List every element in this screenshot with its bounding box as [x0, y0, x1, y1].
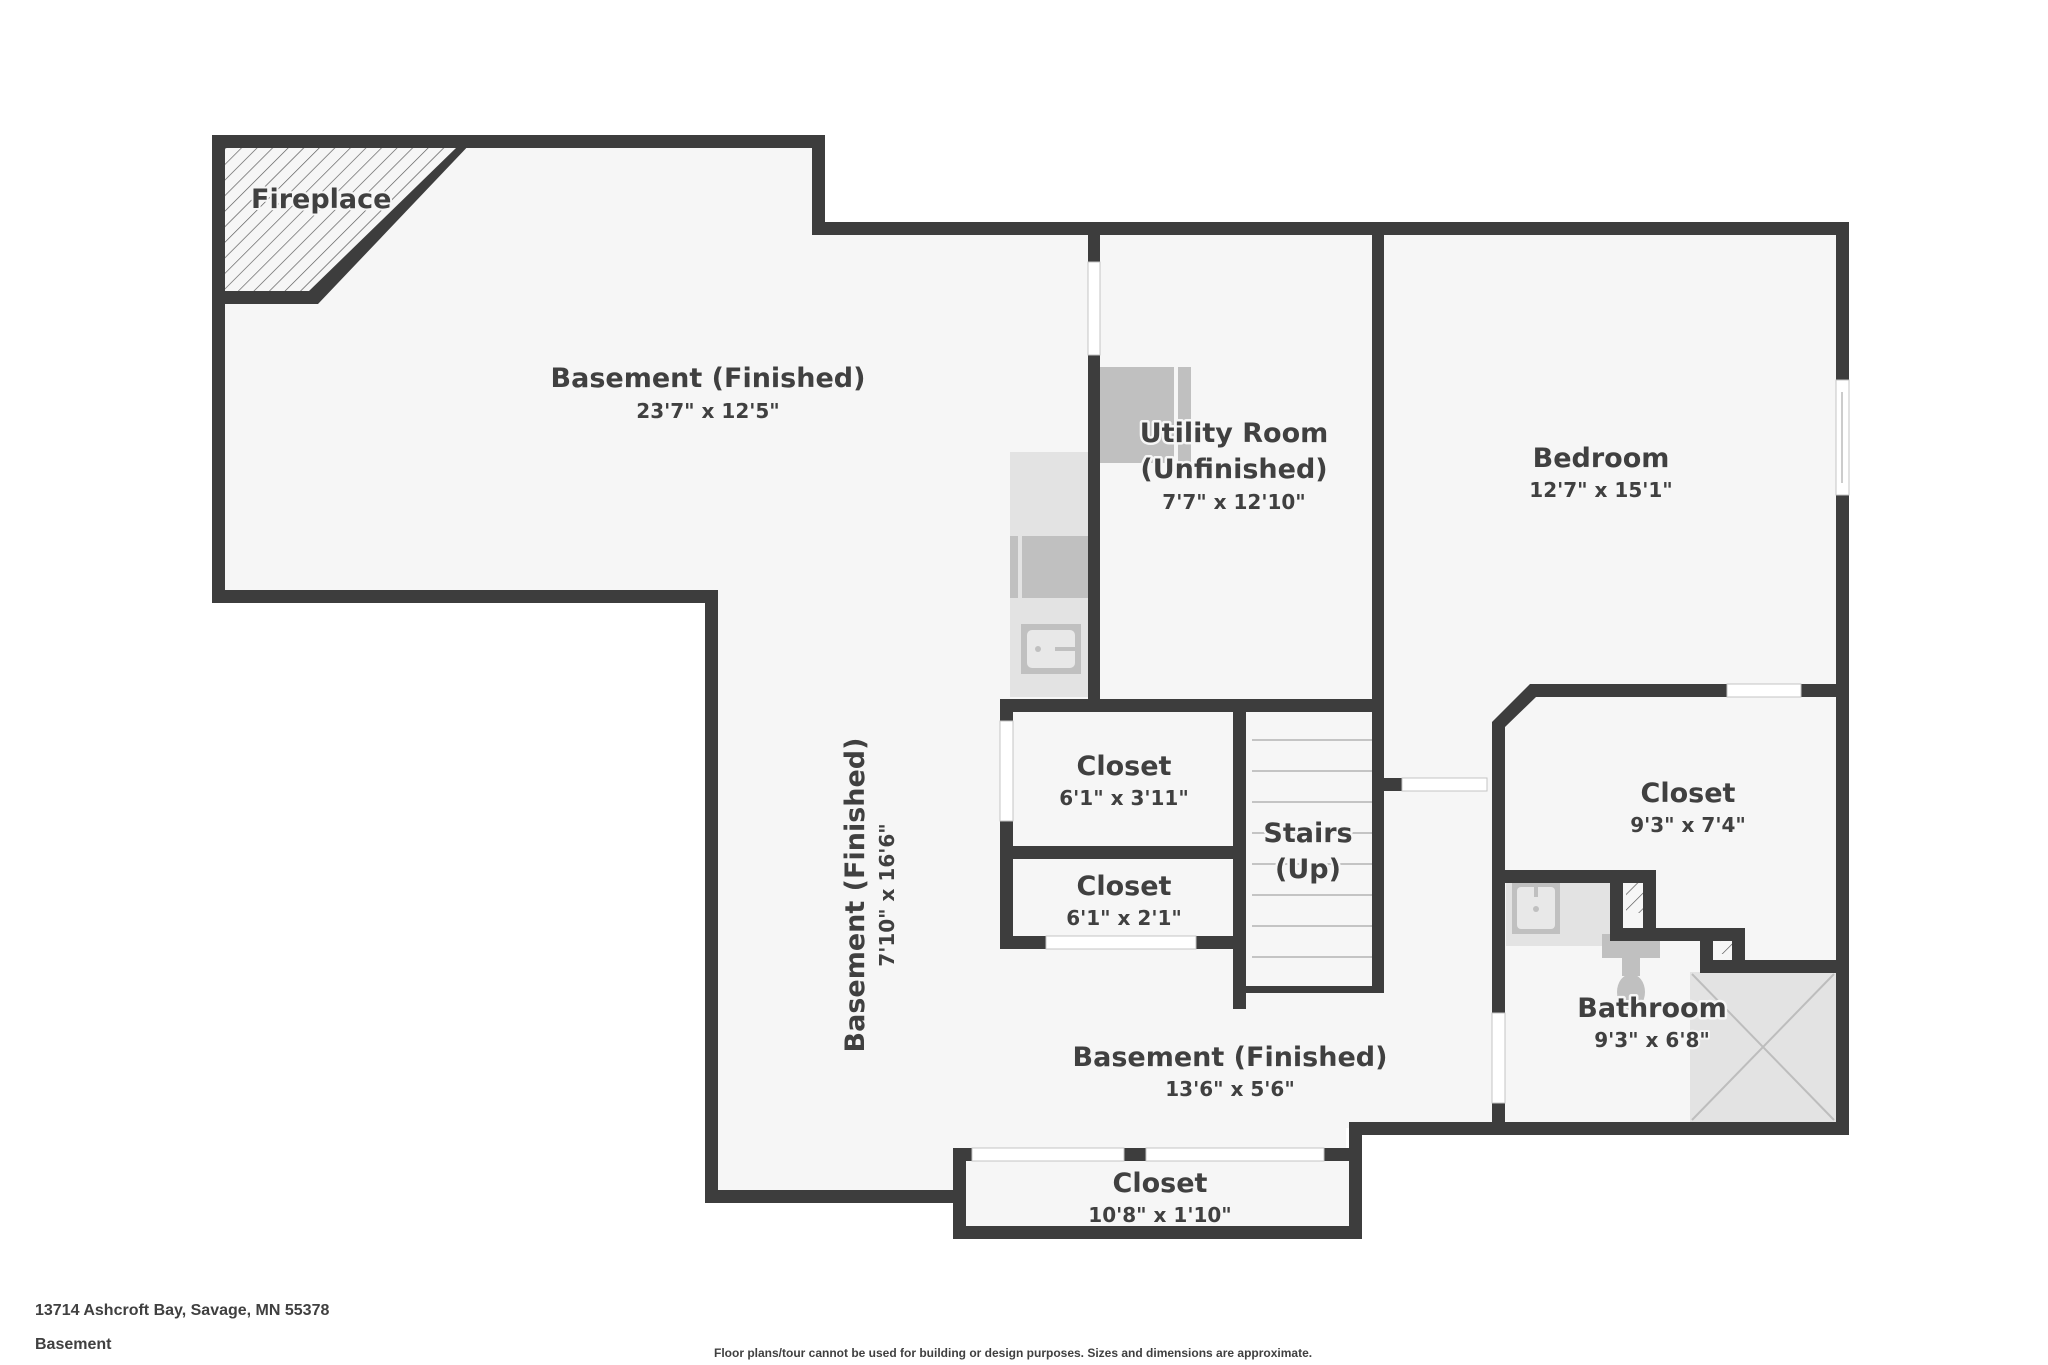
- bedroom-door: [1401, 777, 1488, 792]
- disclaimer: Floor plans/tour cannot be used for buil…: [714, 1346, 1313, 1360]
- room-name-line2: (Unfinished): [1140, 454, 1327, 485]
- fireplace-label: Fireplace: [251, 184, 391, 215]
- room-stairs: Stairs (Up): [1261, 816, 1355, 888]
- closet-1-door: [999, 720, 1014, 822]
- floor-level-label: Basement: [35, 1336, 112, 1353]
- bathroom-door: [1491, 1012, 1506, 1104]
- walls: [212, 135, 1849, 1239]
- room-name-line2: (Up): [1275, 854, 1341, 885]
- laundry-area: [1010, 452, 1088, 697]
- room-name-line1: Stairs: [1263, 818, 1352, 849]
- room-dimensions: 23'7" x 12'5": [636, 399, 779, 423]
- room-bathroom: Bathroom 9'3" x 6'8": [1575, 991, 1729, 1055]
- room-name-line1: Utility Room: [1140, 418, 1329, 449]
- room-name: Basement (Finished): [1073, 1042, 1388, 1073]
- room-bedroom: Bedroom 12'7" x 15'1": [1527, 441, 1674, 505]
- washer-edge: [1010, 536, 1018, 598]
- room-name: Bedroom: [1533, 443, 1670, 474]
- room-name: Basement (Finished): [551, 363, 866, 394]
- room-name: Closet: [1077, 871, 1172, 902]
- room-name: Closet: [1641, 778, 1736, 809]
- furnace-icon: [1098, 367, 1174, 463]
- room-closet-1: Closet 6'1" x 3'11": [1057, 749, 1191, 813]
- room-dimensions: 9'3" x 6'8": [1594, 1028, 1710, 1052]
- openings: [971, 261, 1850, 1162]
- toilet-icon: [1617, 974, 1645, 1010]
- room-closet-bottom: Closet 10'8" x 1'10": [1086, 1166, 1233, 1230]
- closet-bottom-door-right: [1145, 1147, 1325, 1162]
- room-dimensions: 7'7" x 12'10": [1162, 490, 1305, 514]
- room-closet-2: Closet 6'1" x 2'1": [1064, 869, 1184, 933]
- room-basement-main: Basement (Finished) 23'7" x 12'5": [548, 361, 868, 426]
- room-dimensions: 7'10" x 16'6": [875, 823, 899, 966]
- closet-bottom-door-left: [971, 1147, 1125, 1162]
- property-address: 13714 Ashcroft Bay, Savage, MN 55378: [35, 1302, 330, 1319]
- utility-appliances: [1098, 367, 1191, 463]
- closet-bedroom-door: [1726, 683, 1802, 698]
- room-basement-vertical: Basement (Finished) 7'10" x 16'6": [838, 735, 902, 1055]
- room-labels: Basement (Finished) 23'7" x 12'5" Utilit…: [548, 361, 1748, 1230]
- bathroom-fixtures: [1506, 873, 1836, 1122]
- room-dimensions: 9'3" x 7'4": [1630, 813, 1746, 837]
- room-name: Bathroom: [1577, 993, 1726, 1024]
- room-dimensions: 13'6" x 5'6": [1165, 1077, 1295, 1101]
- room-closet-bedroom: Closet 9'3" x 7'4": [1628, 776, 1748, 840]
- room-name: Closet: [1077, 751, 1172, 782]
- room-dimensions: 10'8" x 1'10": [1088, 1203, 1231, 1227]
- room-basement-lower: Basement (Finished) 13'6" x 5'6": [1070, 1040, 1390, 1104]
- room-dimensions: 6'1" x 2'1": [1066, 906, 1182, 930]
- room-name: Closet: [1113, 1168, 1208, 1199]
- room-dimensions: 6'1" x 3'11": [1059, 786, 1189, 810]
- water-heater-icon: [1178, 367, 1191, 463]
- closet-2-door: [1045, 935, 1197, 950]
- fireplace: Fireplace: [225, 141, 473, 304]
- utility-door: [1087, 261, 1101, 356]
- room-dimensions: 12'7" x 15'1": [1529, 478, 1672, 502]
- washer-icon: [1022, 536, 1088, 598]
- room-name: Basement (Finished): [840, 738, 871, 1053]
- room-utility: Utility Room (Unfinished) 7'7" x 12'10": [1137, 416, 1331, 517]
